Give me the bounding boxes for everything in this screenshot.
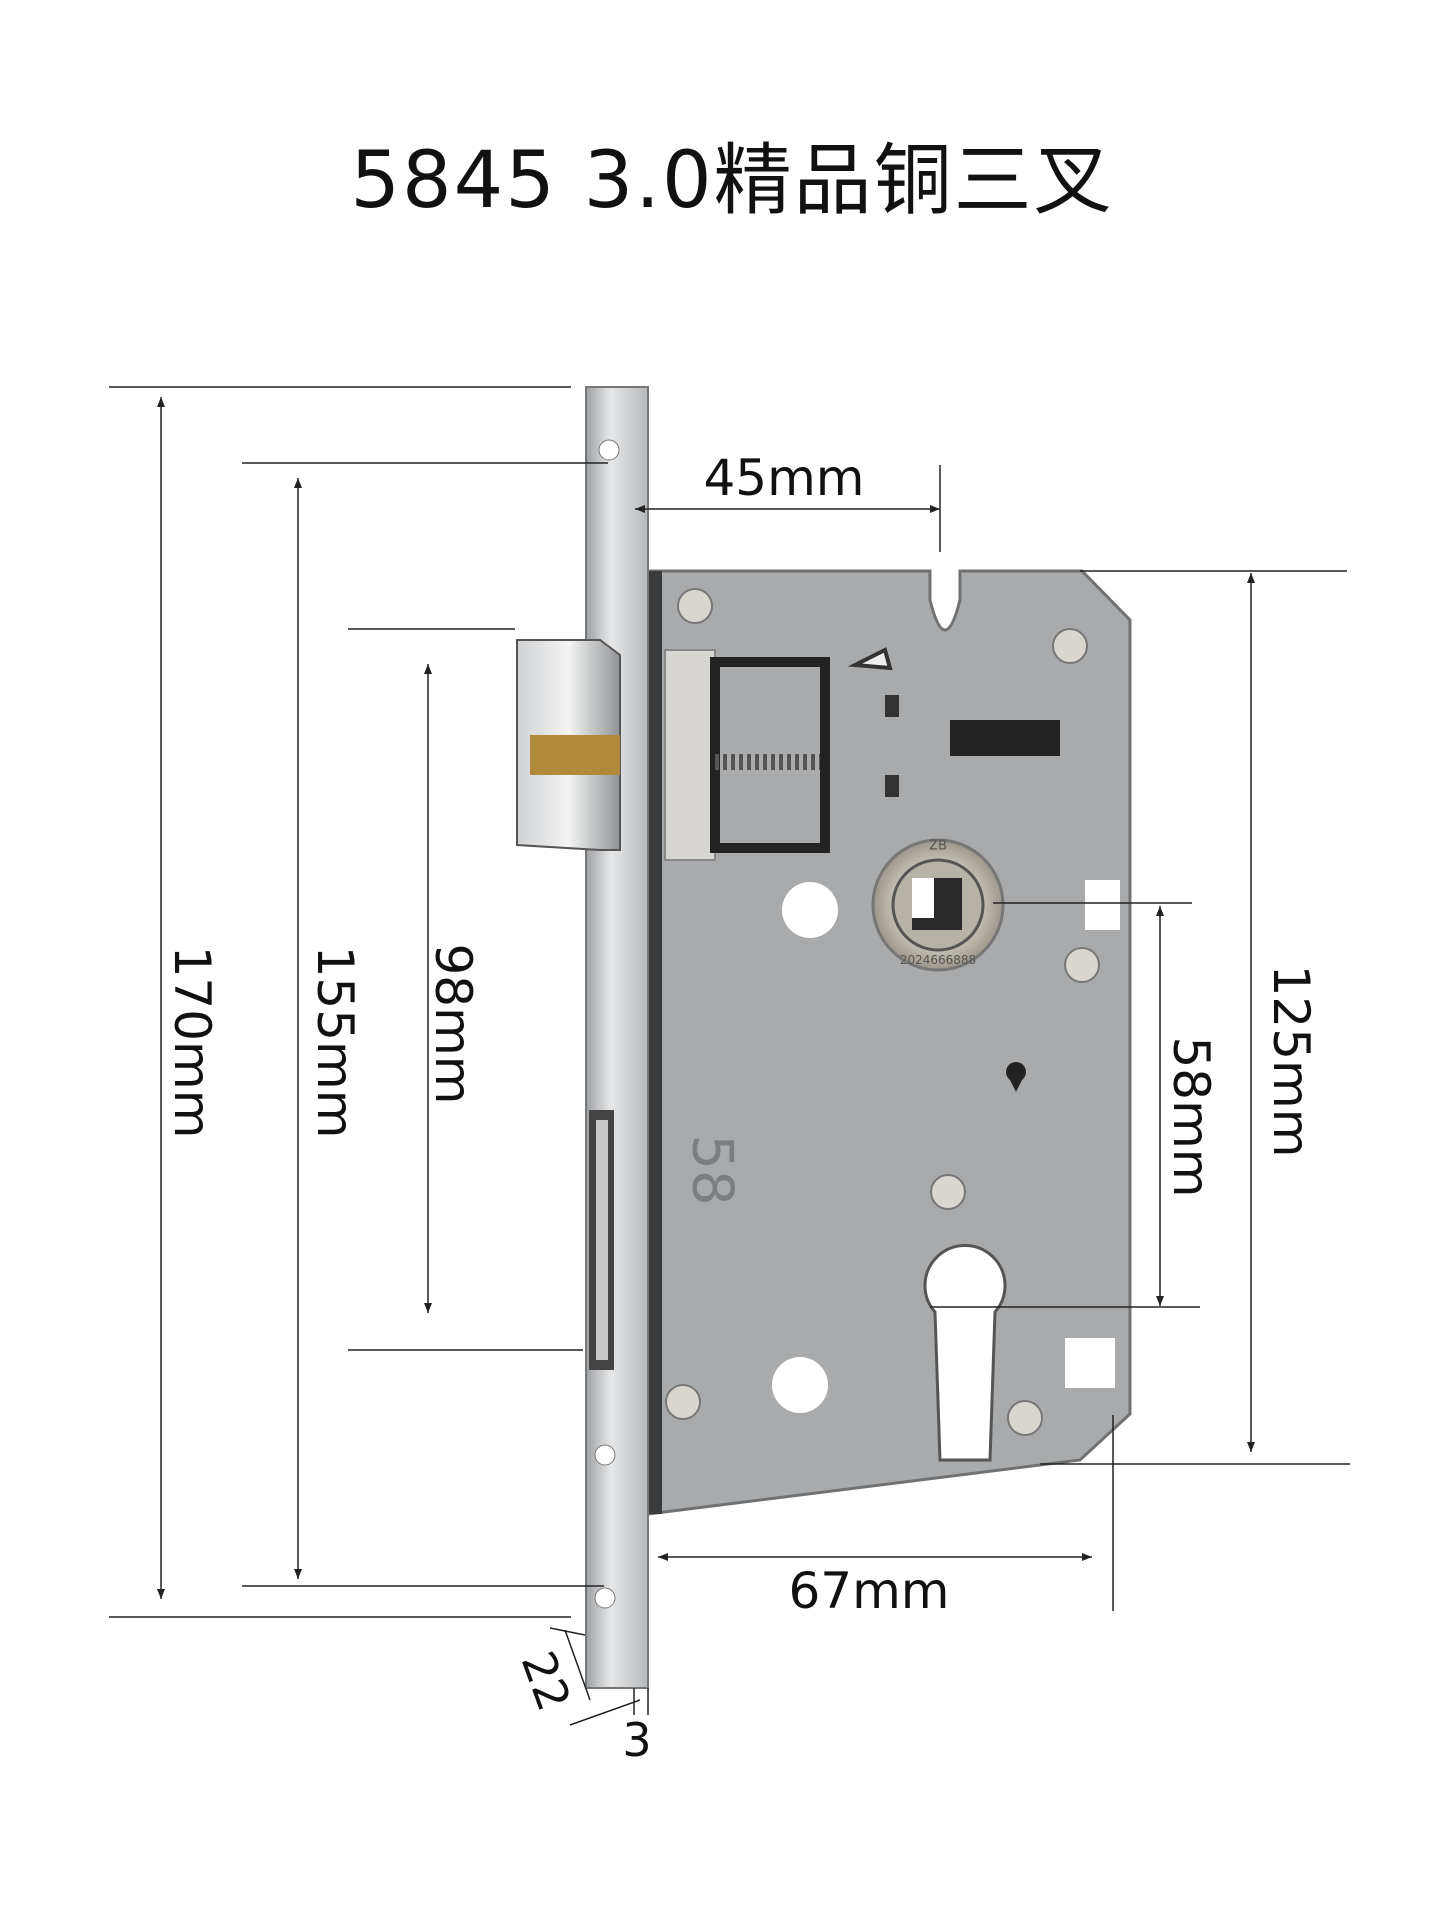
dim-handle-to-cylinder: 58mm [1162,1036,1220,1198]
cylinder-hole [923,1244,1007,1462]
faceplate [585,386,649,1689]
dim-backset: 45mm [703,449,865,507]
dim-screw-spacing: 155mm [306,945,364,1139]
dim-faceplate-thickness: 3 [622,1713,652,1767]
hub-top-marking: ZB [929,838,947,854]
dim-latch-to-cylinder: 98mm [424,943,482,1105]
dim-total-height: 170mm [163,945,221,1139]
dim-case-height: 125mm [1262,964,1320,1158]
product-title: 5845 3.0精品铜三叉 [350,136,1114,226]
hub-bottom-marking: 2024666888 [899,953,977,967]
lock-case [646,569,1132,1516]
case-number-marking: 58 [679,1134,745,1206]
dim-case-width: 67mm [788,1562,950,1620]
